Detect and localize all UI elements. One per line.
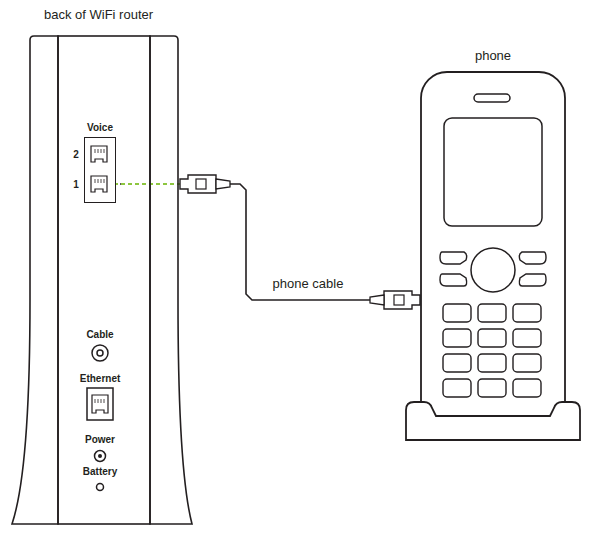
voice-port-panel: Voice: [80, 122, 120, 203]
keypad-key: [513, 304, 541, 322]
keypad-key: [443, 304, 471, 322]
power-jack: [95, 451, 106, 462]
earpiece: [474, 94, 510, 102]
keypad-key: [443, 379, 471, 397]
phone-heading: phone: [420, 48, 566, 64]
cable-port: [92, 345, 108, 361]
ethernet-jack: [87, 388, 113, 420]
keypad-key: [513, 379, 541, 397]
router-outline: [0, 0, 200, 534]
rj11-plug: [180, 175, 216, 193]
rj11-jack: [91, 146, 107, 162]
plug-boot: [370, 295, 384, 305]
keypad-key: [478, 304, 506, 322]
plug-clip: [196, 179, 206, 189]
screen: [444, 118, 542, 226]
insertion-guide: [114, 183, 180, 185]
battery-led: [97, 484, 104, 491]
keypad-key: [443, 354, 471, 372]
router-back-plate: [58, 36, 150, 524]
keypad-key: [478, 329, 506, 347]
phone-outline: [420, 48, 566, 440]
nav-button: [471, 248, 515, 292]
keypad-key: [478, 354, 506, 372]
cable-port-core: [97, 350, 103, 356]
power-pin: [98, 454, 102, 458]
router-left-side: [12, 36, 58, 524]
soft-key: [519, 252, 546, 264]
plug-boot: [216, 179, 230, 189]
keypad-key: [478, 379, 506, 397]
ethernet-pins: [95, 399, 104, 403]
rj11-plug: [384, 291, 420, 309]
router-right-side: [150, 36, 192, 524]
port-label: Ethernet: [80, 373, 121, 385]
port-label: Power: [85, 434, 115, 446]
keypad-key: [443, 329, 471, 347]
port-label: Battery: [83, 466, 117, 478]
rj11-jack: [91, 176, 107, 192]
port-number: 2: [73, 149, 79, 161]
port-number: 1: [73, 179, 79, 191]
cable-label: phone cable: [271, 276, 346, 292]
router-back: back of WiFi routerVoice: [0, 0, 200, 534]
port-group-label: Voice: [80, 122, 120, 134]
phone-cable: [120, 184, 420, 300]
soft-key: [519, 274, 546, 286]
voice-jacks: [85, 138, 114, 201]
phone-handset: phone: [420, 48, 566, 440]
keypad-key: [513, 354, 541, 372]
handset-body: [421, 72, 565, 432]
soft-key: [440, 252, 467, 264]
port-label: Cable: [86, 329, 113, 341]
jack-pins: [95, 179, 104, 183]
plug-clip: [394, 295, 404, 305]
router-heading: back of WiFi router: [44, 7, 153, 23]
jack-pins: [95, 149, 104, 153]
keypad-key: [513, 329, 541, 347]
voice-port-box: [84, 137, 116, 203]
charging-base: [406, 402, 580, 440]
soft-key: [440, 274, 467, 286]
ethernet-socket: [92, 395, 108, 413]
